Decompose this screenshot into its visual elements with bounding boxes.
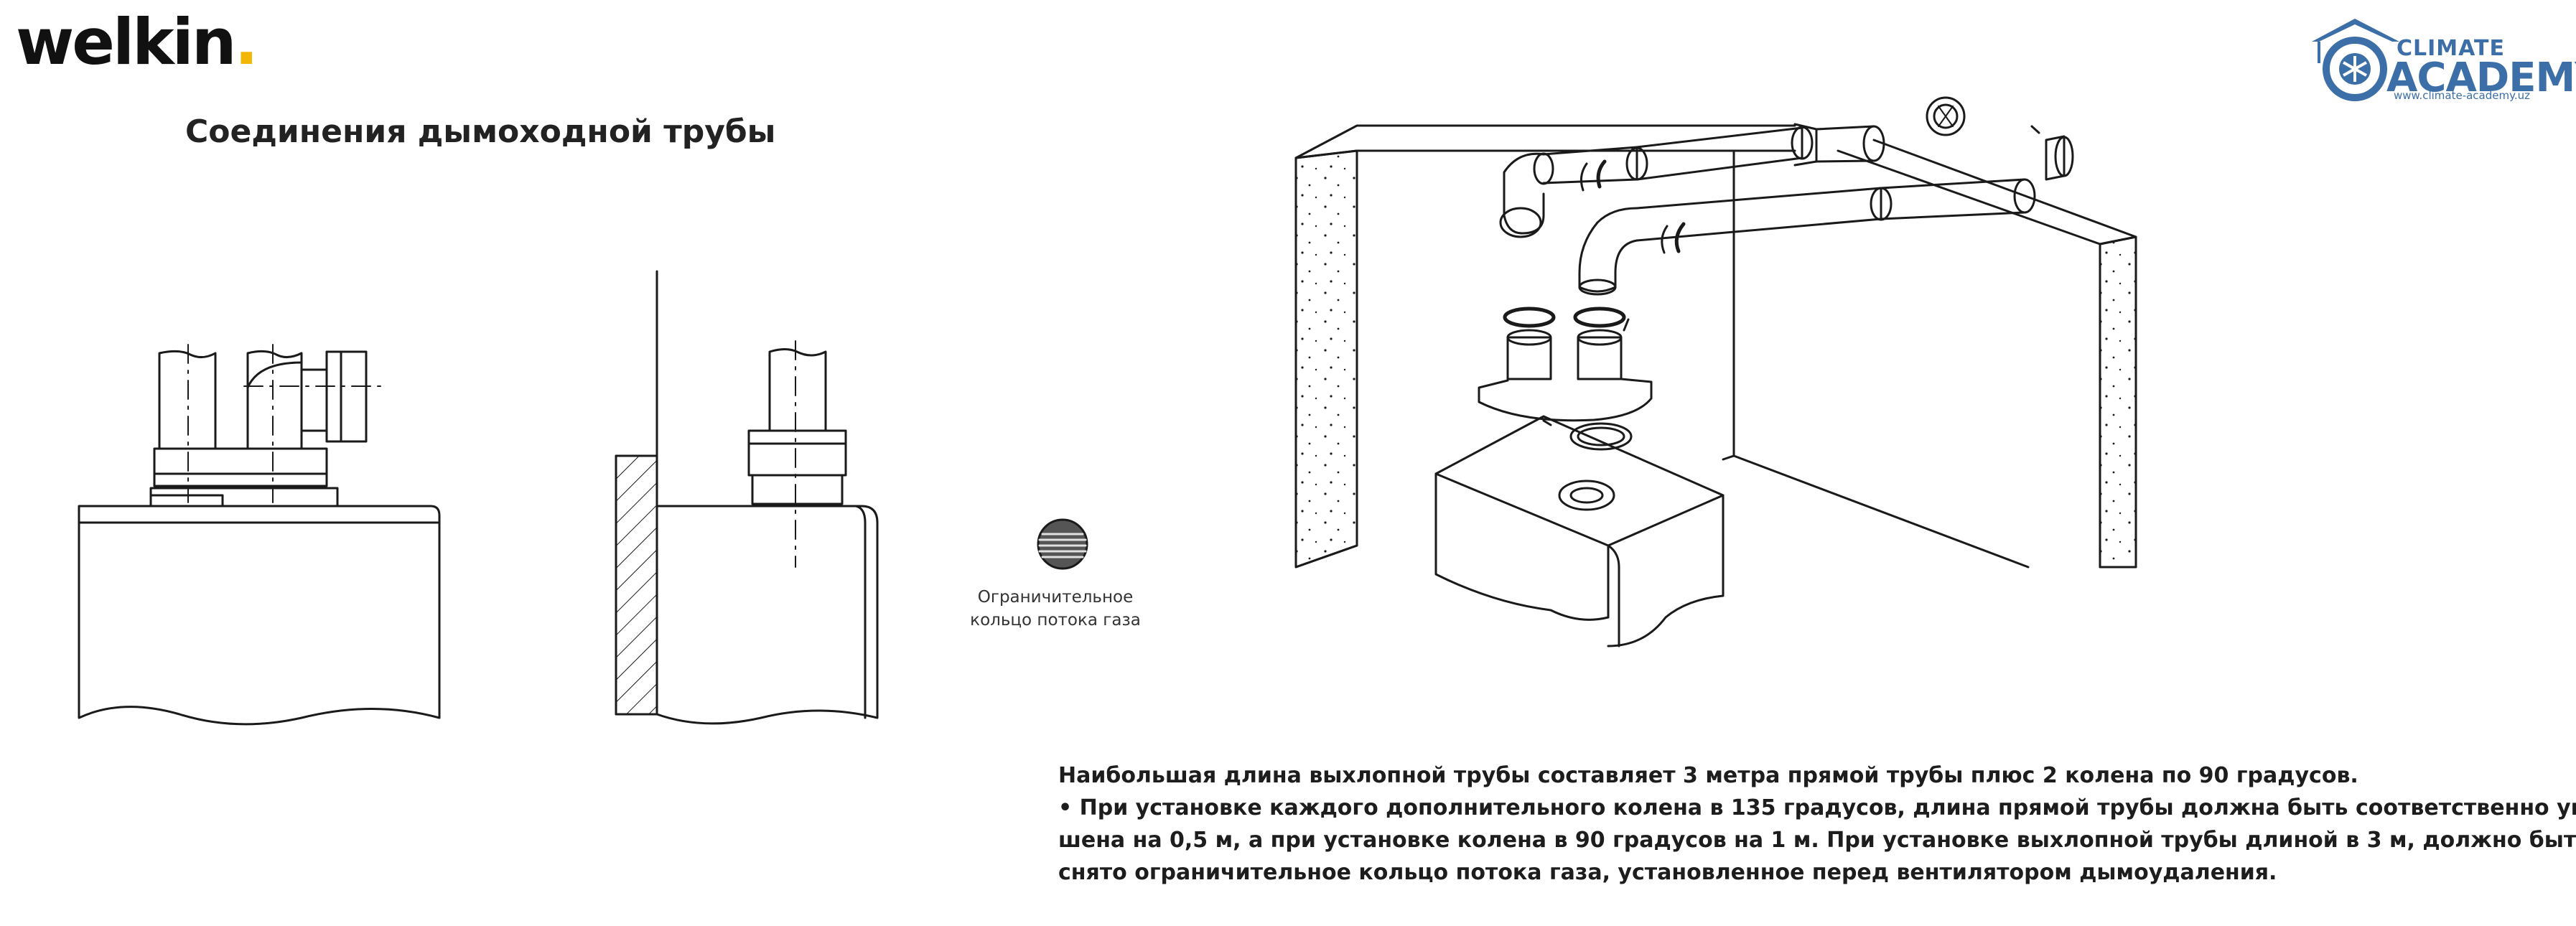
- brand-dot: .: [234, 5, 258, 79]
- logo-text-academy: ACADEMY: [2386, 55, 2576, 101]
- gas-flow-restrictor-ring-icon: [1037, 518, 1088, 570]
- page-title: Соединения дымоходной трубы: [185, 113, 776, 150]
- note-line-4: снято ограничительное кольцо потока газа…: [1058, 860, 2277, 885]
- isometric-room-flue-drawing: [1294, 96, 2137, 647]
- note-line-1: Наибольшая длина выхлопной трубы составл…: [1058, 763, 2358, 788]
- flue-length-note: Наибольшая длина выхлопной трубы составл…: [1058, 759, 2576, 889]
- ring-caption: Ограничительное кольцо потока газа: [933, 586, 1177, 632]
- brand-name: welkin: [16, 5, 236, 79]
- boiler-twin-pipe-drawing: [78, 344, 441, 726]
- note-line-3: шена на 0,5 м, а при установке колена в …: [1058, 828, 2576, 853]
- ring-caption-line1: Ограничительное: [977, 588, 1134, 607]
- logo-text-climate: CLIMATE: [2397, 36, 2505, 61]
- climate-academy-logo-icon: [2312, 19, 2399, 101]
- boiler-wall-coaxial-drawing: [615, 270, 879, 725]
- brand-logo: welkin.: [16, 4, 258, 80]
- logo-url: www.climate-academy.uz: [2394, 89, 2530, 102]
- ring-caption-line2: кольцо потока газа: [970, 611, 1141, 630]
- note-line-2: • При установке каждого дополнительного …: [1058, 795, 2576, 820]
